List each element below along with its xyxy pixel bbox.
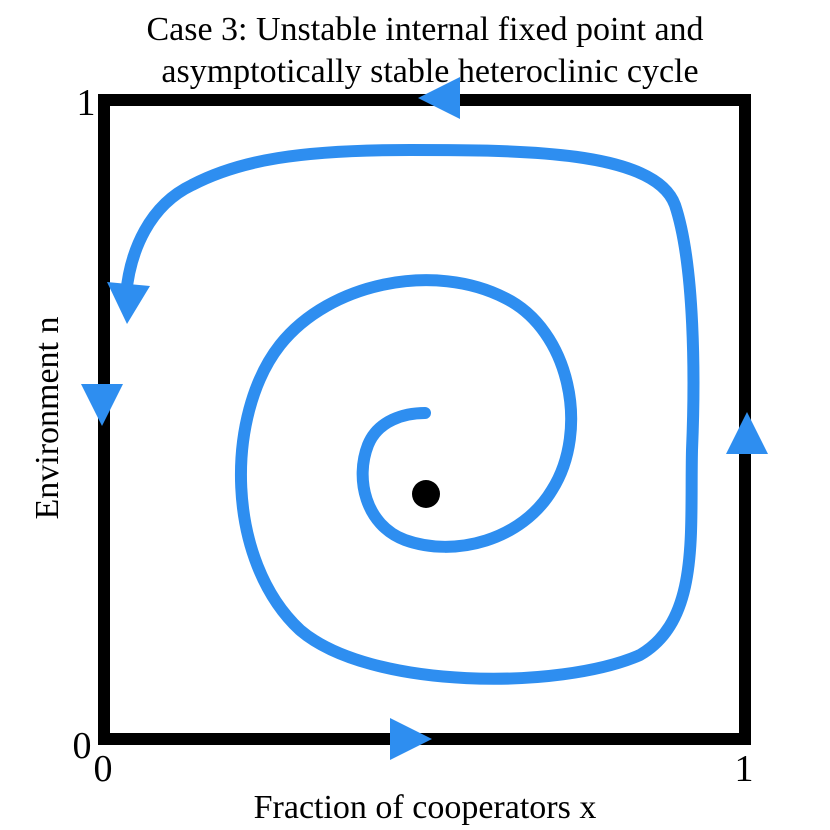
- x-tick-1: 1: [735, 748, 754, 790]
- y-axis-label: Environment n: [29, 316, 66, 519]
- arrow-top-left: [418, 77, 460, 119]
- spiral-trajectory: [120, 144, 700, 685]
- arrow-left-down: [81, 384, 123, 426]
- y-tick-0: 0: [73, 725, 92, 767]
- x-axis-label: Fraction of cooperators x: [254, 789, 597, 826]
- y-tick-1: 1: [77, 82, 96, 124]
- fixed-point-dot: [412, 480, 440, 508]
- arrow-right-up: [726, 412, 768, 454]
- title-line-1: Case 3: Unstable internal fixed point an…: [146, 11, 703, 48]
- arrow-bottom-right: [390, 718, 432, 760]
- title-line-2: asymptotically stable heteroclinic cycle: [161, 53, 698, 90]
- x-tick-0: 0: [94, 748, 113, 790]
- spiral-arrowhead: [107, 282, 150, 324]
